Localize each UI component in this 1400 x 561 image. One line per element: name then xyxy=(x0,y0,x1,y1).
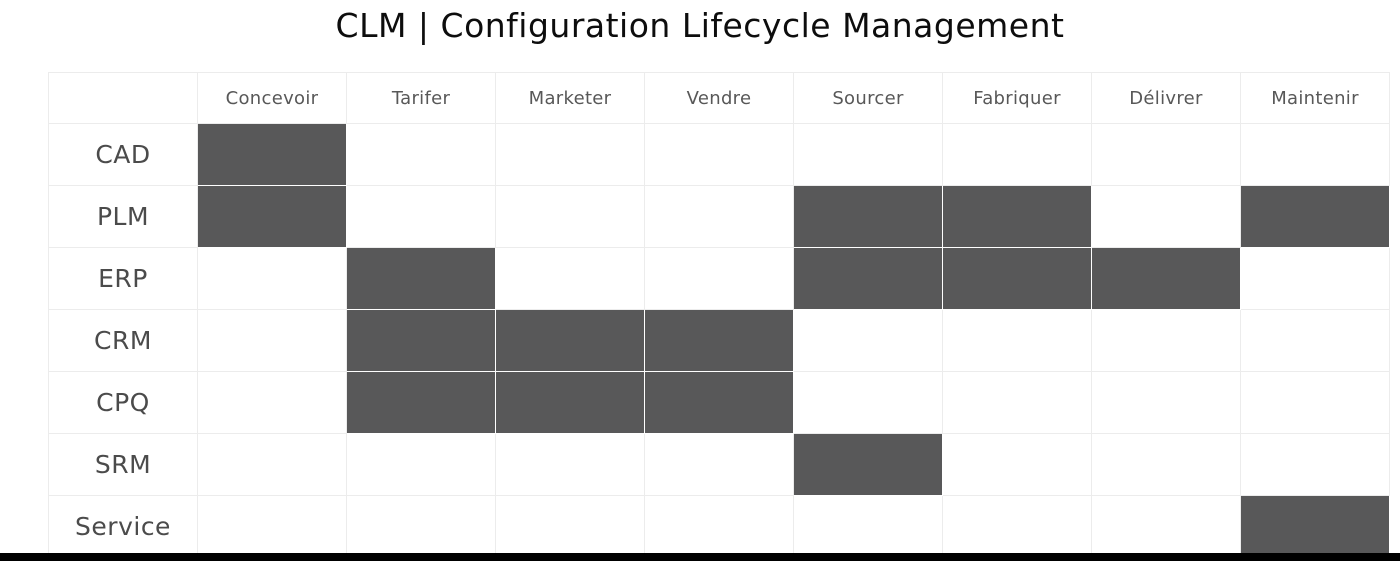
matrix-cell-empty[interactable] xyxy=(346,495,496,558)
matrix-cell-empty[interactable] xyxy=(1240,433,1390,496)
matrix-column-header: Tarifer xyxy=(346,72,496,124)
matrix-cell-empty[interactable] xyxy=(346,185,496,248)
matrix-row: CAD xyxy=(48,123,1390,186)
matrix-cell-empty[interactable] xyxy=(197,371,347,434)
matrix-cell-empty[interactable] xyxy=(197,433,347,496)
matrix-column-header: Délivrer xyxy=(1091,72,1241,124)
matrix-row-header: CRM xyxy=(48,309,198,372)
matrix-cell-filled[interactable] xyxy=(793,185,943,248)
matrix-cell-empty[interactable] xyxy=(1091,433,1241,496)
matrix-cell-filled[interactable] xyxy=(793,247,943,310)
matrix-cell-filled[interactable] xyxy=(1240,495,1390,558)
matrix-cell-empty[interactable] xyxy=(346,123,496,186)
matrix-cell-filled[interactable] xyxy=(346,247,496,310)
matrix-row: SRM xyxy=(48,433,1390,496)
matrix-column-header: Vendre xyxy=(644,72,794,124)
matrix-cell-empty[interactable] xyxy=(197,495,347,558)
matrix-row-header: SRM xyxy=(48,433,198,496)
matrix-cell-empty[interactable] xyxy=(346,433,496,496)
matrix-row-header: PLM xyxy=(48,185,198,248)
matrix-cell-empty[interactable] xyxy=(644,247,794,310)
matrix-cell-empty[interactable] xyxy=(1240,123,1390,186)
matrix-cell-empty[interactable] xyxy=(495,185,645,248)
matrix-cell-empty[interactable] xyxy=(1240,371,1390,434)
matrix-cell-filled[interactable] xyxy=(942,185,1092,248)
matrix-row: CRM xyxy=(48,309,1390,372)
matrix-cell-filled[interactable] xyxy=(346,309,496,372)
matrix-row: Service xyxy=(48,495,1390,558)
matrix-row: CPQ xyxy=(48,371,1390,434)
matrix-cell-empty[interactable] xyxy=(644,433,794,496)
matrix-cell-filled[interactable] xyxy=(346,371,496,434)
matrix-row: ERP xyxy=(48,247,1390,310)
matrix-cell-filled[interactable] xyxy=(1091,247,1241,310)
matrix-row-header: CPQ xyxy=(48,371,198,434)
matrix-cell-empty[interactable] xyxy=(1091,371,1241,434)
matrix-row-header: Service xyxy=(48,495,198,558)
matrix-cell-empty[interactable] xyxy=(644,185,794,248)
matrix-cell-empty[interactable] xyxy=(942,495,1092,558)
matrix-corner-cell xyxy=(48,72,198,124)
matrix-column-header: Fabriquer xyxy=(942,72,1092,124)
matrix-cell-empty[interactable] xyxy=(495,247,645,310)
matrix-cell-empty[interactable] xyxy=(1091,123,1241,186)
matrix-cell-filled[interactable] xyxy=(197,185,347,248)
page-title: CLM | Configuration Lifecycle Management xyxy=(335,6,1065,45)
matrix-cell-empty[interactable] xyxy=(942,371,1092,434)
matrix-cell-empty[interactable] xyxy=(942,433,1092,496)
matrix-cell-empty[interactable] xyxy=(1091,309,1241,372)
matrix-cell-filled[interactable] xyxy=(1240,185,1390,248)
matrix-row-header: ERP xyxy=(48,247,198,310)
matrix-cell-empty[interactable] xyxy=(644,495,794,558)
matrix-column-header: Sourcer xyxy=(793,72,943,124)
matrix-cell-filled[interactable] xyxy=(942,247,1092,310)
matrix-cell-empty[interactable] xyxy=(793,309,943,372)
matrix-cell-empty[interactable] xyxy=(1240,247,1390,310)
matrix-cell-empty[interactable] xyxy=(495,433,645,496)
matrix-cell-empty[interactable] xyxy=(197,309,347,372)
matrix-cell-empty[interactable] xyxy=(793,495,943,558)
matrix-cell-empty[interactable] xyxy=(942,123,1092,186)
matrix-cell-filled[interactable] xyxy=(197,123,347,186)
matrix-cell-empty[interactable] xyxy=(793,371,943,434)
matrix-cell-filled[interactable] xyxy=(793,433,943,496)
matrix-column-header: Concevoir xyxy=(197,72,347,124)
matrix-cell-filled[interactable] xyxy=(495,309,645,372)
matrix-column-header: Marketer xyxy=(495,72,645,124)
matrix-cell-empty[interactable] xyxy=(942,309,1092,372)
matrix-cell-empty[interactable] xyxy=(495,495,645,558)
matrix-cell-empty[interactable] xyxy=(793,123,943,186)
matrix-cell-empty[interactable] xyxy=(197,247,347,310)
matrix-cell-filled[interactable] xyxy=(644,309,794,372)
matrix-row-header: CAD xyxy=(48,123,198,186)
matrix-column-header: Maintenir xyxy=(1240,72,1390,124)
matrix-cell-empty[interactable] xyxy=(1091,495,1241,558)
matrix-cell-empty[interactable] xyxy=(495,123,645,186)
page-bottom-edge xyxy=(0,553,1400,561)
matrix-cell-empty[interactable] xyxy=(644,123,794,186)
matrix-cell-empty[interactable] xyxy=(1240,309,1390,372)
matrix-cell-empty[interactable] xyxy=(1091,185,1241,248)
matrix-cell-filled[interactable] xyxy=(644,371,794,434)
matrix-row: PLM xyxy=(48,185,1390,248)
matrix-cell-filled[interactable] xyxy=(495,371,645,434)
